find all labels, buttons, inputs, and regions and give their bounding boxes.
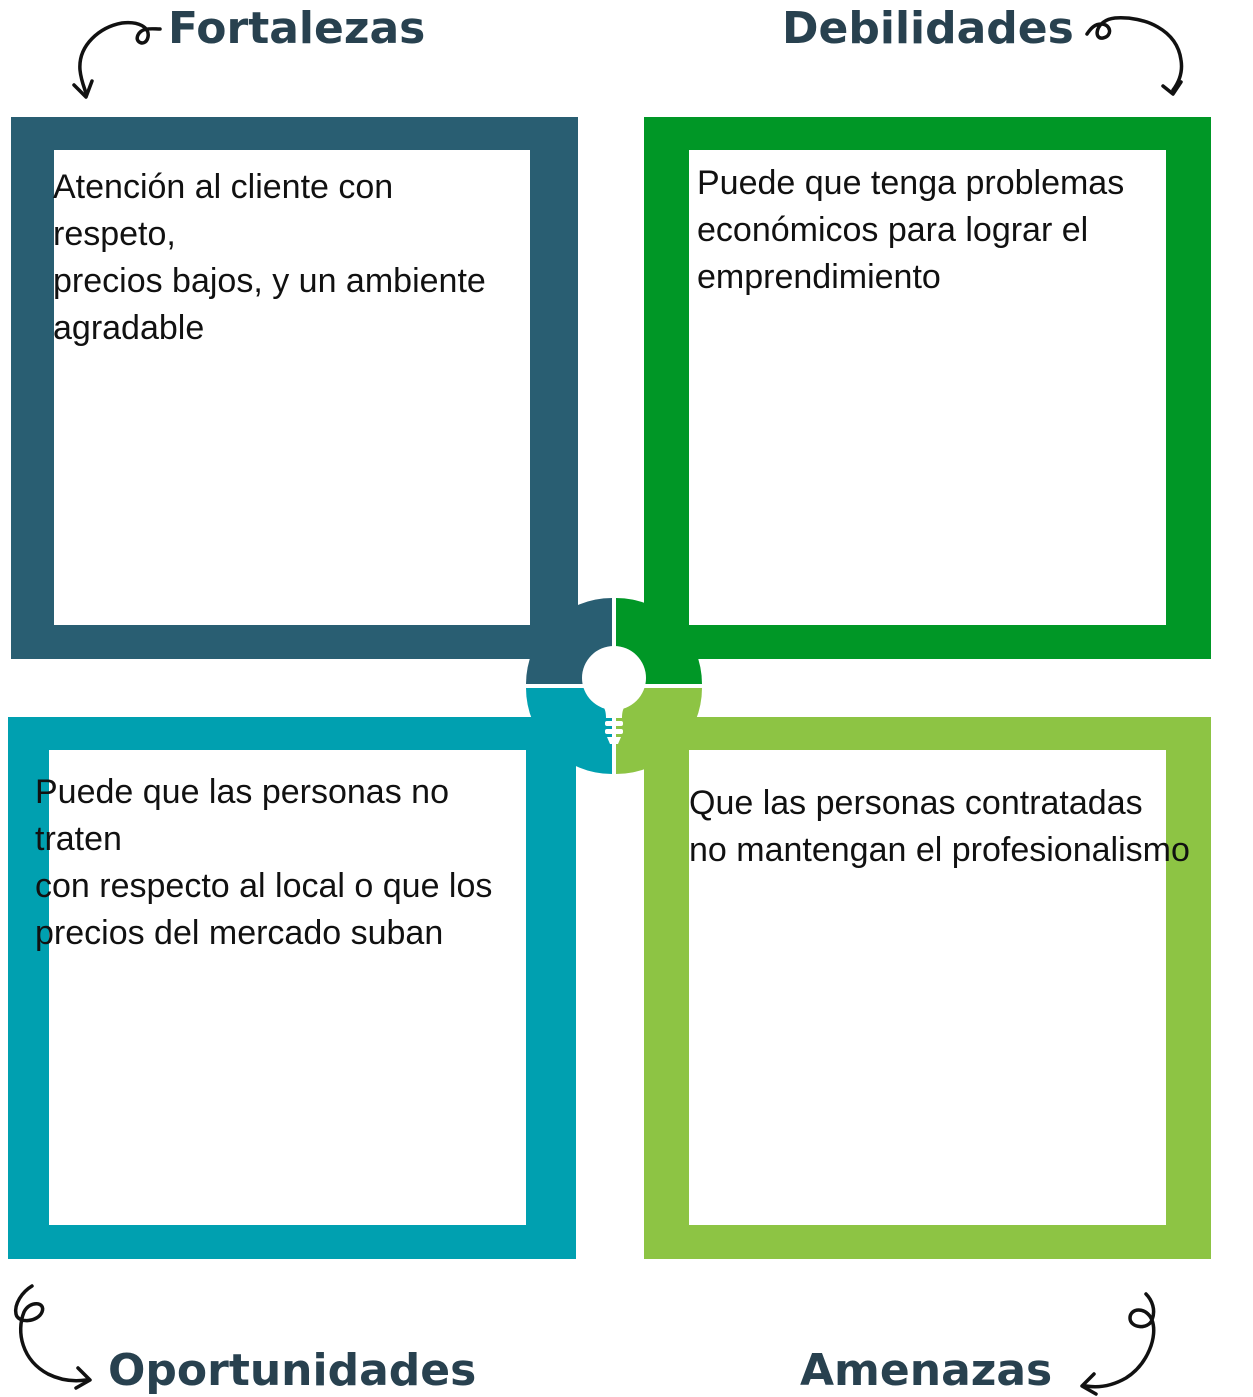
curly-arrow-icon <box>1085 16 1184 96</box>
lightbulb-icon <box>589 654 639 744</box>
curly-arrow-icon <box>13 1284 92 1390</box>
text-amenazas: Que las personas contratadas no mantenga… <box>689 784 1190 869</box>
title-fortalezas: Fortalezas <box>168 3 426 54</box>
box-fortalezas-inner <box>54 150 530 625</box>
box-debilidades-inner <box>689 150 1166 625</box>
title-amenazas: Amenazas <box>800 1345 1053 1396</box>
box-amenazas-inner <box>689 750 1166 1225</box>
title-oportunidades: Oportunidades <box>108 1345 477 1396</box>
box-oportunidades-inner <box>49 750 526 1225</box>
curly-arrow-icon <box>1080 1292 1156 1396</box>
text-fortalezas: Atención al cliente con respeto, precios… <box>53 168 486 347</box>
text-oportunidades: Puede que las personas no traten con res… <box>35 773 493 952</box>
text-debilidades: Puede que tenga problemas económicos par… <box>697 164 1125 296</box>
curly-arrow-icon <box>72 20 162 99</box>
title-debilidades: Debilidades <box>782 3 1074 54</box>
